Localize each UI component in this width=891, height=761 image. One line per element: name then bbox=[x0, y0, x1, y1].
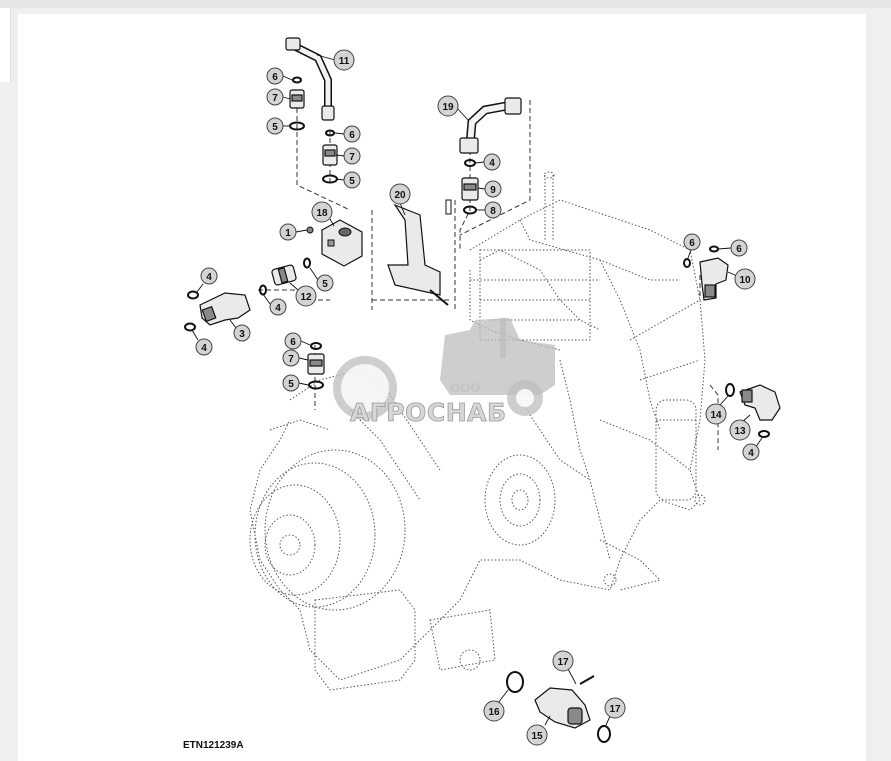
svg-text:5: 5 bbox=[288, 379, 294, 390]
svg-text:4: 4 bbox=[206, 272, 212, 283]
svg-text:17: 17 bbox=[557, 657, 569, 668]
callout-6a: 6 bbox=[266, 67, 284, 85]
fitting-9 bbox=[461, 159, 479, 215]
svg-text:13: 13 bbox=[734, 426, 746, 437]
callout-17b: 17 bbox=[604, 697, 626, 719]
callout-11: 11 bbox=[333, 49, 355, 71]
svg-text:6: 6 bbox=[689, 238, 695, 249]
callout-12: 12 bbox=[295, 285, 317, 307]
watermark-logo: ООО АГРОСНАБ bbox=[333, 318, 555, 427]
svg-text:18: 18 bbox=[316, 208, 328, 219]
callout-18: 18 bbox=[311, 201, 333, 223]
fitting-12 bbox=[259, 257, 311, 296]
elbow-fitting-3 bbox=[184, 290, 251, 332]
svg-text:5: 5 bbox=[349, 176, 355, 187]
callout-4d: 4 bbox=[195, 338, 213, 356]
engine-housing bbox=[249, 171, 706, 691]
callout-5c: 5 bbox=[316, 274, 334, 292]
callout-6c: 6 bbox=[683, 233, 701, 251]
svg-text:16: 16 bbox=[488, 707, 500, 718]
callout-7b: 7 bbox=[343, 147, 361, 165]
callout-14: 14 bbox=[705, 403, 727, 425]
callout-4a: 4 bbox=[483, 153, 501, 171]
callout-5b: 5 bbox=[343, 171, 361, 189]
callout-10: 10 bbox=[734, 268, 756, 290]
callout-7a: 7 bbox=[266, 88, 284, 106]
callout-4c: 4 bbox=[200, 267, 218, 285]
callout-6b: 6 bbox=[343, 125, 361, 143]
callout-19: 19 bbox=[437, 95, 459, 117]
pipe-19 bbox=[459, 97, 522, 154]
callout-7c: 7 bbox=[282, 349, 300, 367]
callout-6e: 6 bbox=[284, 332, 302, 350]
svg-text:5: 5 bbox=[322, 279, 328, 290]
svg-text:14: 14 bbox=[710, 410, 722, 421]
valve-block-18 bbox=[306, 219, 363, 267]
svg-text:10: 10 bbox=[739, 275, 751, 286]
fitting-10 bbox=[683, 245, 729, 301]
svg-text:1: 1 bbox=[285, 228, 291, 239]
svg-text:19: 19 bbox=[442, 102, 454, 113]
svg-text:12: 12 bbox=[300, 292, 312, 303]
callouts: 11 6 7 5 6 7 5 19 4 9 8 20 18 1 5 12 4 4… bbox=[195, 49, 760, 746]
callout-4b: 4 bbox=[269, 298, 287, 316]
callout-5a: 5 bbox=[266, 117, 284, 135]
svg-text:7: 7 bbox=[272, 93, 278, 104]
callout-1: 1 bbox=[279, 223, 297, 241]
svg-text:7: 7 bbox=[349, 152, 355, 163]
elbow-fitting-13 bbox=[725, 383, 781, 438]
svg-text:6: 6 bbox=[349, 130, 355, 141]
fitting-7-upper bbox=[289, 76, 305, 131]
svg-text:6: 6 bbox=[736, 244, 742, 255]
watermark-company-name: АГРОСНАБ bbox=[350, 398, 507, 427]
callout-9: 9 bbox=[484, 180, 502, 198]
svg-text:4: 4 bbox=[489, 158, 495, 169]
svg-text:4: 4 bbox=[748, 448, 754, 459]
svg-text:6: 6 bbox=[290, 337, 296, 348]
svg-text:11: 11 bbox=[339, 56, 350, 67]
fitting-15 bbox=[506, 671, 611, 743]
svg-text:3: 3 bbox=[239, 329, 245, 340]
fitting-7-lower bbox=[307, 342, 325, 390]
callout-15: 15 bbox=[526, 724, 548, 746]
callout-8: 8 bbox=[484, 201, 502, 219]
figure-code: ETN121239A bbox=[183, 740, 244, 751]
callout-17a: 17 bbox=[552, 650, 574, 672]
callout-16: 16 bbox=[483, 700, 505, 722]
svg-text:17: 17 bbox=[609, 704, 621, 715]
bracket-20 bbox=[387, 199, 452, 306]
pipe-11 bbox=[285, 37, 335, 121]
callout-5d: 5 bbox=[282, 374, 300, 392]
svg-text:15: 15 bbox=[531, 731, 543, 742]
callout-13: 13 bbox=[729, 419, 751, 441]
watermark-prefix: ООО bbox=[450, 381, 481, 395]
svg-text:7: 7 bbox=[288, 354, 294, 365]
diagram-panel bbox=[18, 14, 866, 761]
top-bar bbox=[0, 0, 891, 8]
callout-6d: 6 bbox=[730, 239, 748, 257]
svg-text:4: 4 bbox=[275, 303, 281, 314]
svg-text:6: 6 bbox=[272, 72, 278, 83]
side-strip bbox=[0, 8, 11, 82]
svg-text:9: 9 bbox=[490, 185, 496, 196]
callout-20: 20 bbox=[389, 183, 411, 205]
svg-text:20: 20 bbox=[394, 190, 406, 201]
svg-text:8: 8 bbox=[490, 206, 496, 217]
svg-text:4: 4 bbox=[201, 343, 207, 354]
callout-3: 3 bbox=[233, 324, 251, 342]
callout-4e: 4 bbox=[742, 443, 760, 461]
fitting-7-mid bbox=[322, 129, 338, 184]
svg-text:5: 5 bbox=[272, 122, 278, 133]
